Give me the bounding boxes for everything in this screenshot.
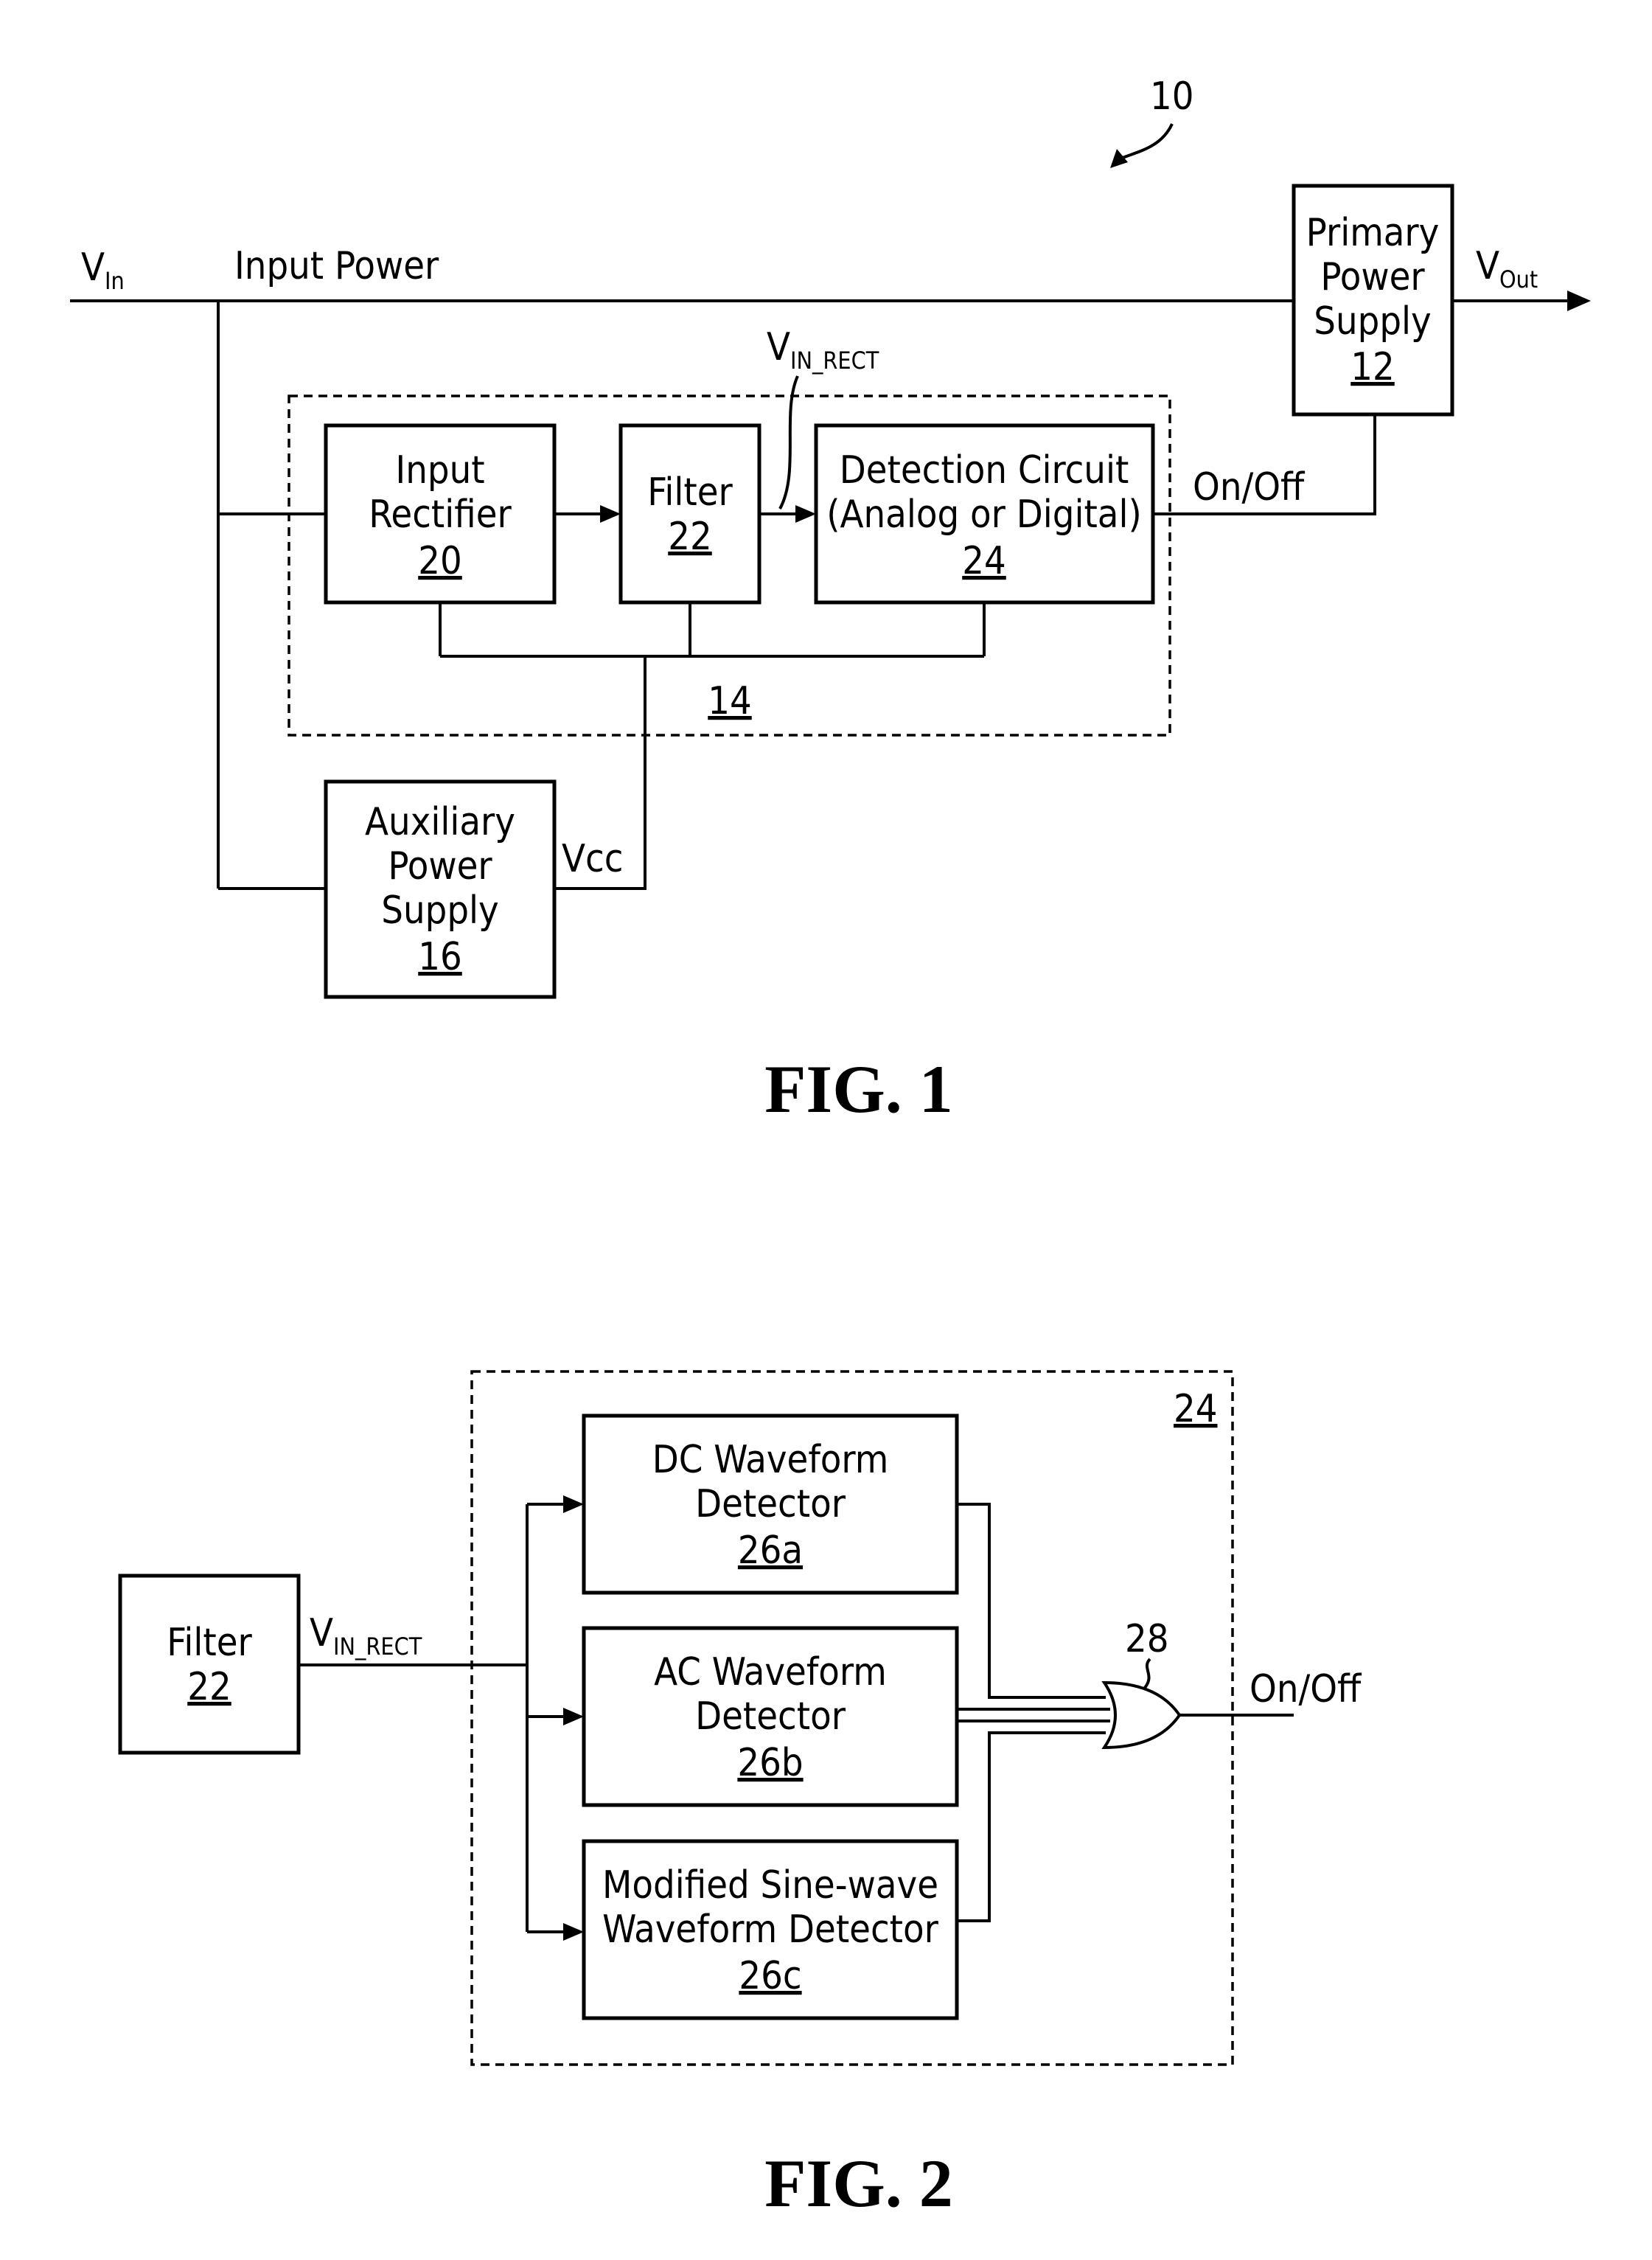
figure-1: 10 VIn Input Power Primary Power Supply …	[70, 74, 1591, 1127]
ac-detector-ref: 26b	[737, 1741, 803, 1785]
vin-rect-label: VIN_RECT	[767, 325, 879, 375]
input-rectifier-line-2: Rectifier	[369, 493, 512, 537]
primary-power-supply-ref: 12	[1350, 345, 1395, 389]
primary-power-supply-line-2: Power	[1320, 255, 1425, 299]
filter-ref: 22	[668, 515, 712, 559]
or-gate-ref: 28	[1125, 1617, 1169, 1661]
dc-detector-line-2: Detector	[695, 1482, 846, 1526]
fig2-filter-line-1: Filter	[167, 1621, 252, 1665]
auxiliary-power-supply-ref: 16	[418, 935, 462, 979]
primary-power-supply-line-3: Supply	[1314, 299, 1431, 344]
auxiliary-power-supply-line-2: Power	[388, 844, 492, 889]
or-gate-28	[1104, 1683, 1179, 1748]
detection-circuit-line-1: Detection Circuit	[840, 448, 1129, 493]
to-msw-detector-arrowhead	[563, 1923, 584, 1941]
fig2-vin-rect-label: VIN_RECT	[310, 1611, 422, 1661]
msw-detector-line-2: Waveform Detector	[602, 1908, 938, 1952]
vout-arrowhead	[1567, 291, 1591, 311]
vin-label: VIn	[81, 246, 125, 295]
figure-2: 24 Filter 22 VIN_RECT DC Waveform Detect…	[120, 1371, 1362, 2221]
detection-circuit-ref: 24	[962, 539, 1006, 583]
filter-line-1: Filter	[647, 470, 733, 515]
or-gate-ref-leader	[1144, 1659, 1150, 1689]
input-rectifier-line-1: Input	[395, 448, 484, 493]
to-ac-detector-arrowhead	[563, 1708, 584, 1725]
ref-10-leader	[1120, 124, 1172, 159]
dc-detector-line-1: DC Waveform	[652, 1438, 889, 1482]
ref-10-label: 10	[1150, 74, 1194, 119]
vout-label: VOut	[1476, 244, 1538, 293]
msw-detector-line-1: Modified Sine-wave	[602, 1863, 938, 1908]
fig2-filter-ref: 22	[187, 1665, 231, 1709]
detection-circuit-container-ref: 24	[1174, 1387, 1218, 1431]
auxiliary-power-supply-line-3: Supply	[381, 889, 498, 933]
ref-10-arrowhead	[1110, 149, 1128, 168]
vcc-label: Vcc	[562, 837, 623, 881]
input-power-label: Input Power	[234, 244, 439, 288]
detection-unit-ref: 14	[708, 679, 752, 723]
input-rectifier-ref: 20	[418, 539, 462, 583]
figure-1-caption: FIG. 1	[764, 1051, 953, 1127]
dc-detector-output-line	[957, 1504, 1106, 1697]
ac-detector-line-2: Detector	[695, 1694, 846, 1739]
to-dc-detector-arrowhead	[563, 1495, 584, 1513]
detection-circuit-line-2: (Analog or Digital)	[826, 493, 1141, 537]
on-off-label: On/Off	[1193, 465, 1306, 510]
msw-detector-output-line	[957, 1733, 1106, 1921]
filter-to-detection-arrowhead	[795, 505, 816, 523]
auxiliary-power-supply-line-1: Auxiliary	[365, 800, 515, 844]
msw-detector-ref: 26c	[739, 1954, 801, 1998]
primary-power-supply-line-1: Primary	[1306, 211, 1440, 255]
ac-detector-line-1: AC Waveform	[654, 1650, 887, 1694]
fig2-on-off-label: On/Off	[1250, 1667, 1362, 1711]
dc-detector-ref: 26a	[738, 1529, 803, 1573]
figure-2-caption: FIG. 2	[764, 2146, 953, 2221]
rectifier-to-filter-arrowhead	[600, 505, 621, 523]
